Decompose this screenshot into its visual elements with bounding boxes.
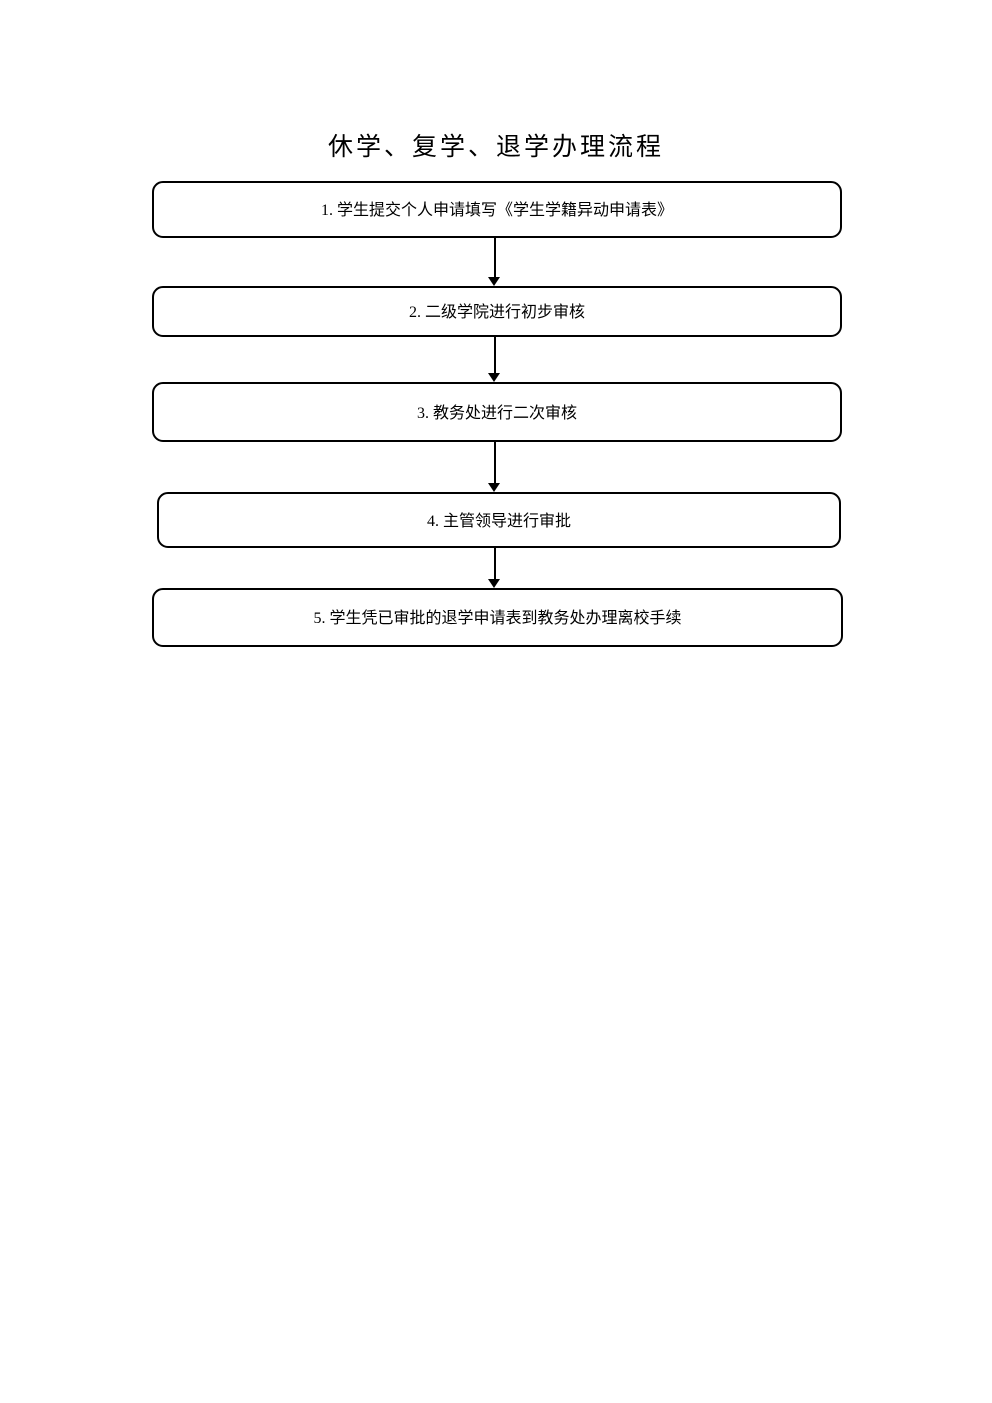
flow-step-2-label: 2. 二级学院进行初步审核 [408,304,585,322]
arrow-line [493,337,496,374]
flow-step-4: 4. 主管领导进行审批 [157,492,841,548]
arrow-down-icon [488,579,500,588]
flow-step-2: 2. 二级学院进行初步审核 [152,286,842,337]
arrow-line [493,238,496,278]
flow-step-3-label: 3. 教务处进行二次审核 [416,404,577,422]
flow-arrow-2 [488,337,501,382]
flow-step-4-label: 4. 主管领导进行审批 [426,512,571,530]
flow-step-3: 3. 教务处进行二次审核 [152,382,842,442]
flow-arrow-1 [488,238,501,286]
flow-step-1-label: 1. 学生提交个人申请填写《学生学籍异动申请表》 [320,202,673,220]
arrow-line [493,442,496,484]
arrow-down-icon [488,483,500,492]
flow-arrow-3 [488,442,501,492]
flow-step-1: 1. 学生提交个人申请填写《学生学籍异动申请表》 [152,181,842,238]
arrow-down-icon [488,373,500,382]
flow-step-5-label: 5. 学生凭已审批的退学申请表到教务处办理离校手续 [313,610,682,628]
arrow-down-icon [488,277,500,286]
flow-step-5: 5. 学生凭已审批的退学申请表到教务处办理离校手续 [152,588,843,647]
arrow-line [493,548,496,580]
flow-arrow-4 [488,548,501,588]
page-title: 休学、复学、退学办理流程 [327,134,664,161]
